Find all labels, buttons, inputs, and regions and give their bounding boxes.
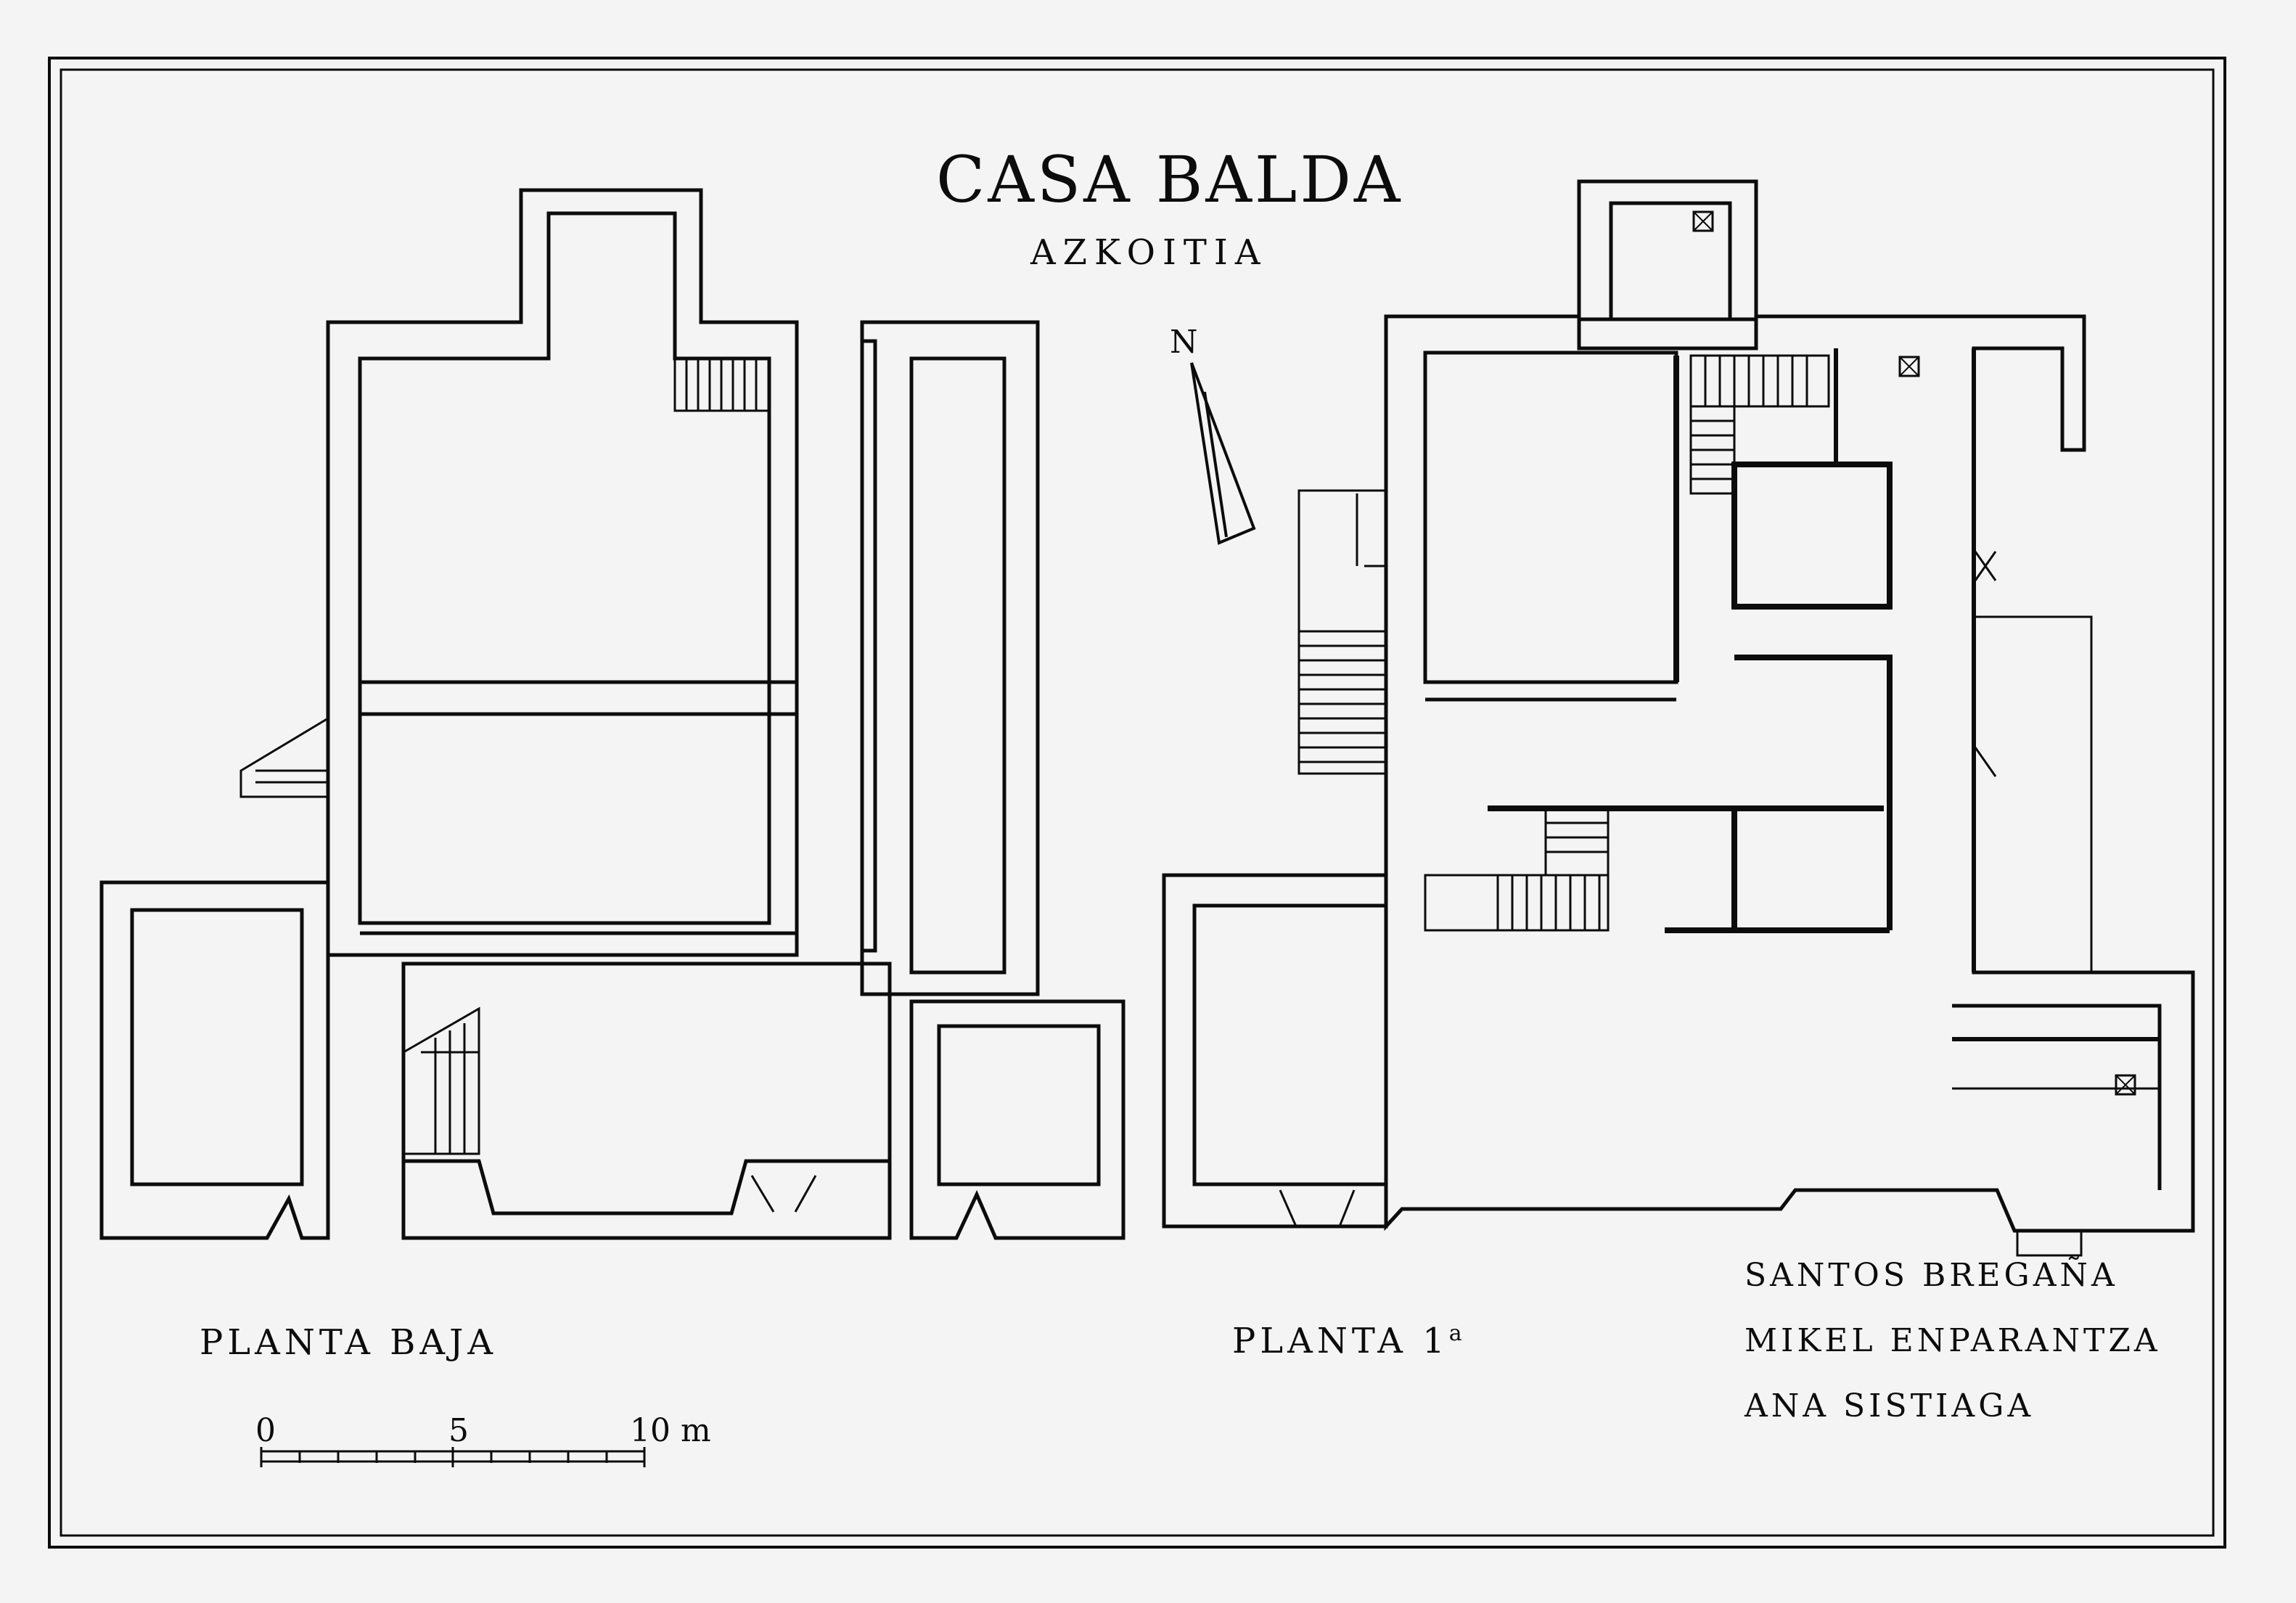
scale-bar (260, 1447, 646, 1467)
ground-floor-label: PLANTA BAJA (200, 1322, 497, 1363)
author-name: SANTOS BREGAÑA (1744, 1257, 2118, 1294)
north-arrow-icon (1190, 362, 1256, 545)
first-floor-label-sup: a (1448, 1321, 1467, 1346)
first-floor-label-text: PLANTA 1 (1232, 1321, 1449, 1361)
first-floor-label: PLANTA 1a (1232, 1321, 1467, 1361)
author-name: MIKEL ENPARANTZA (1744, 1322, 2161, 1359)
scale-tick-label: 0 (255, 1412, 276, 1449)
author-name: ANA SISTIAGA (1744, 1387, 2035, 1424)
drawing-title: CASA BALDA (936, 142, 1403, 217)
ground-floor-plan (99, 188, 1126, 1240)
scale-tick-label: 5 (448, 1412, 469, 1449)
stair (239, 357, 771, 1155)
sheet-frame (48, 57, 2226, 1549)
drawing-subtitle: AZKOITIA (1030, 232, 1268, 273)
stair (1297, 354, 1830, 932)
north-label: N (1170, 324, 1198, 361)
scale-tick-label: 10 m (630, 1412, 711, 1449)
first-floor-plan (1162, 179, 2195, 1257)
